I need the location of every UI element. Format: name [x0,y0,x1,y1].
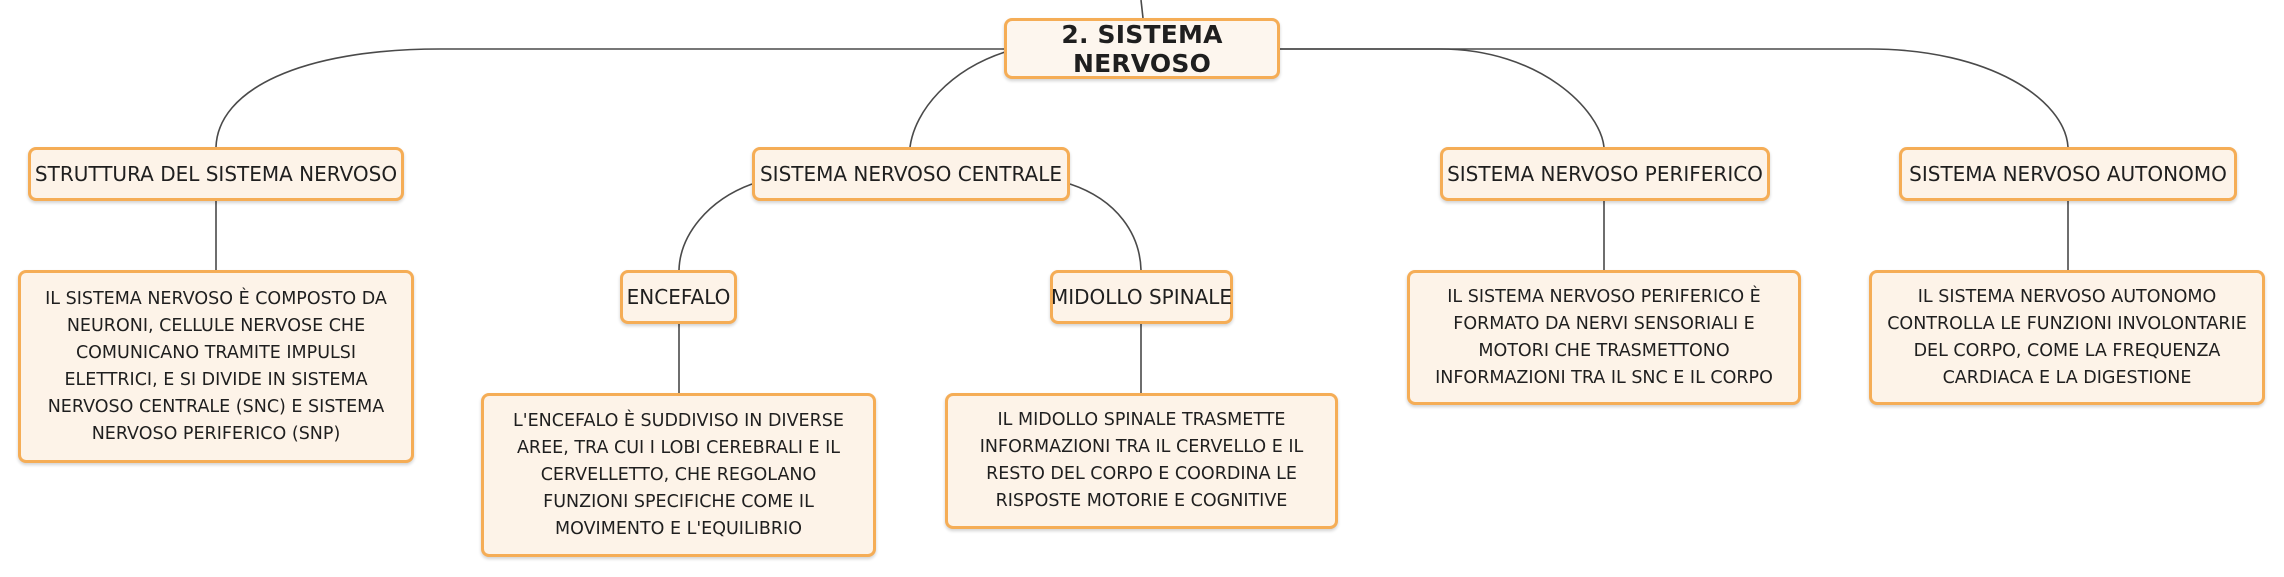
topic-midollo-spinale-label: MIDOLLO SPINALE [1050,285,1233,309]
topic-struttura[interactable]: STRUTTURA DEL SISTEMA NERVOSO [28,147,404,201]
connector-root-autonomo [1280,48,2069,148]
topic-autonomo[interactable]: SISTEMA NERVOSO AUTONOMO [1899,147,2237,201]
topic-centrale[interactable]: SISTEMA NERVOSO CENTRALE [752,147,1070,201]
connector-centrale-encefalo [678,183,753,271]
topic-centrale-label: SISTEMA NERVOSO CENTRALE [759,162,1063,186]
connector-root-periferico [1280,48,1605,148]
detail-autonomo[interactable]: IL SISTEMA NERVOSO AUTONOMO CONTROLLA LE… [1869,270,2265,405]
detail-encefalo-text: L'ENCEFALO È SUDDIVISO IN DIVERSE AREE, … [513,410,844,539]
detail-autonomo-text: IL SISTEMA NERVOSO AUTONOMO CONTROLLA LE… [1887,286,2247,388]
detail-struttura-text: IL SISTEMA NERVOSO È COMPOSTO DA NEURONI… [45,288,387,444]
root-node[interactable]: 2. SISTEMA NERVOSO [1004,18,1280,79]
detail-midollo-spinale-text: IL MIDOLLO SPINALE TRASMETTE INFORMAZION… [979,410,1304,511]
connector-root-centrale [909,51,1006,148]
topic-autonomo-label: SISTEMA NERVOSO AUTONOMO [1909,162,2227,186]
detail-encefalo[interactable]: L'ENCEFALO È SUDDIVISO IN DIVERSE AREE, … [481,393,876,557]
topic-periferico-label: SISTEMA NERVOSO PERIFERICO [1447,162,1763,186]
detail-struttura[interactable]: IL SISTEMA NERVOSO È COMPOSTO DA NEURONI… [18,270,414,463]
detail-periferico-text: IL SISTEMA NERVOSO PERIFERICO È FORMATO … [1435,286,1773,388]
topic-encefalo[interactable]: ENCEFALO [620,270,737,324]
connector-centrale-midollo [1069,183,1142,271]
root-label: 2. SISTEMA NERVOSO [1061,19,1223,78]
topic-periferico[interactable]: SISTEMA NERVOSO PERIFERICO [1440,147,1770,201]
topic-midollo-spinale[interactable]: MIDOLLO SPINALE [1050,270,1233,324]
connector-parent-stub [1140,0,1144,19]
topic-struttura-label: STRUTTURA DEL SISTEMA NERVOSO [34,162,398,186]
detail-periferico[interactable]: IL SISTEMA NERVOSO PERIFERICO È FORMATO … [1407,270,1801,405]
connector-root-struttura [215,48,1005,148]
detail-midollo-spinale[interactable]: IL MIDOLLO SPINALE TRASMETTE INFORMAZION… [945,393,1338,529]
topic-encefalo-label: ENCEFALO [626,285,731,309]
